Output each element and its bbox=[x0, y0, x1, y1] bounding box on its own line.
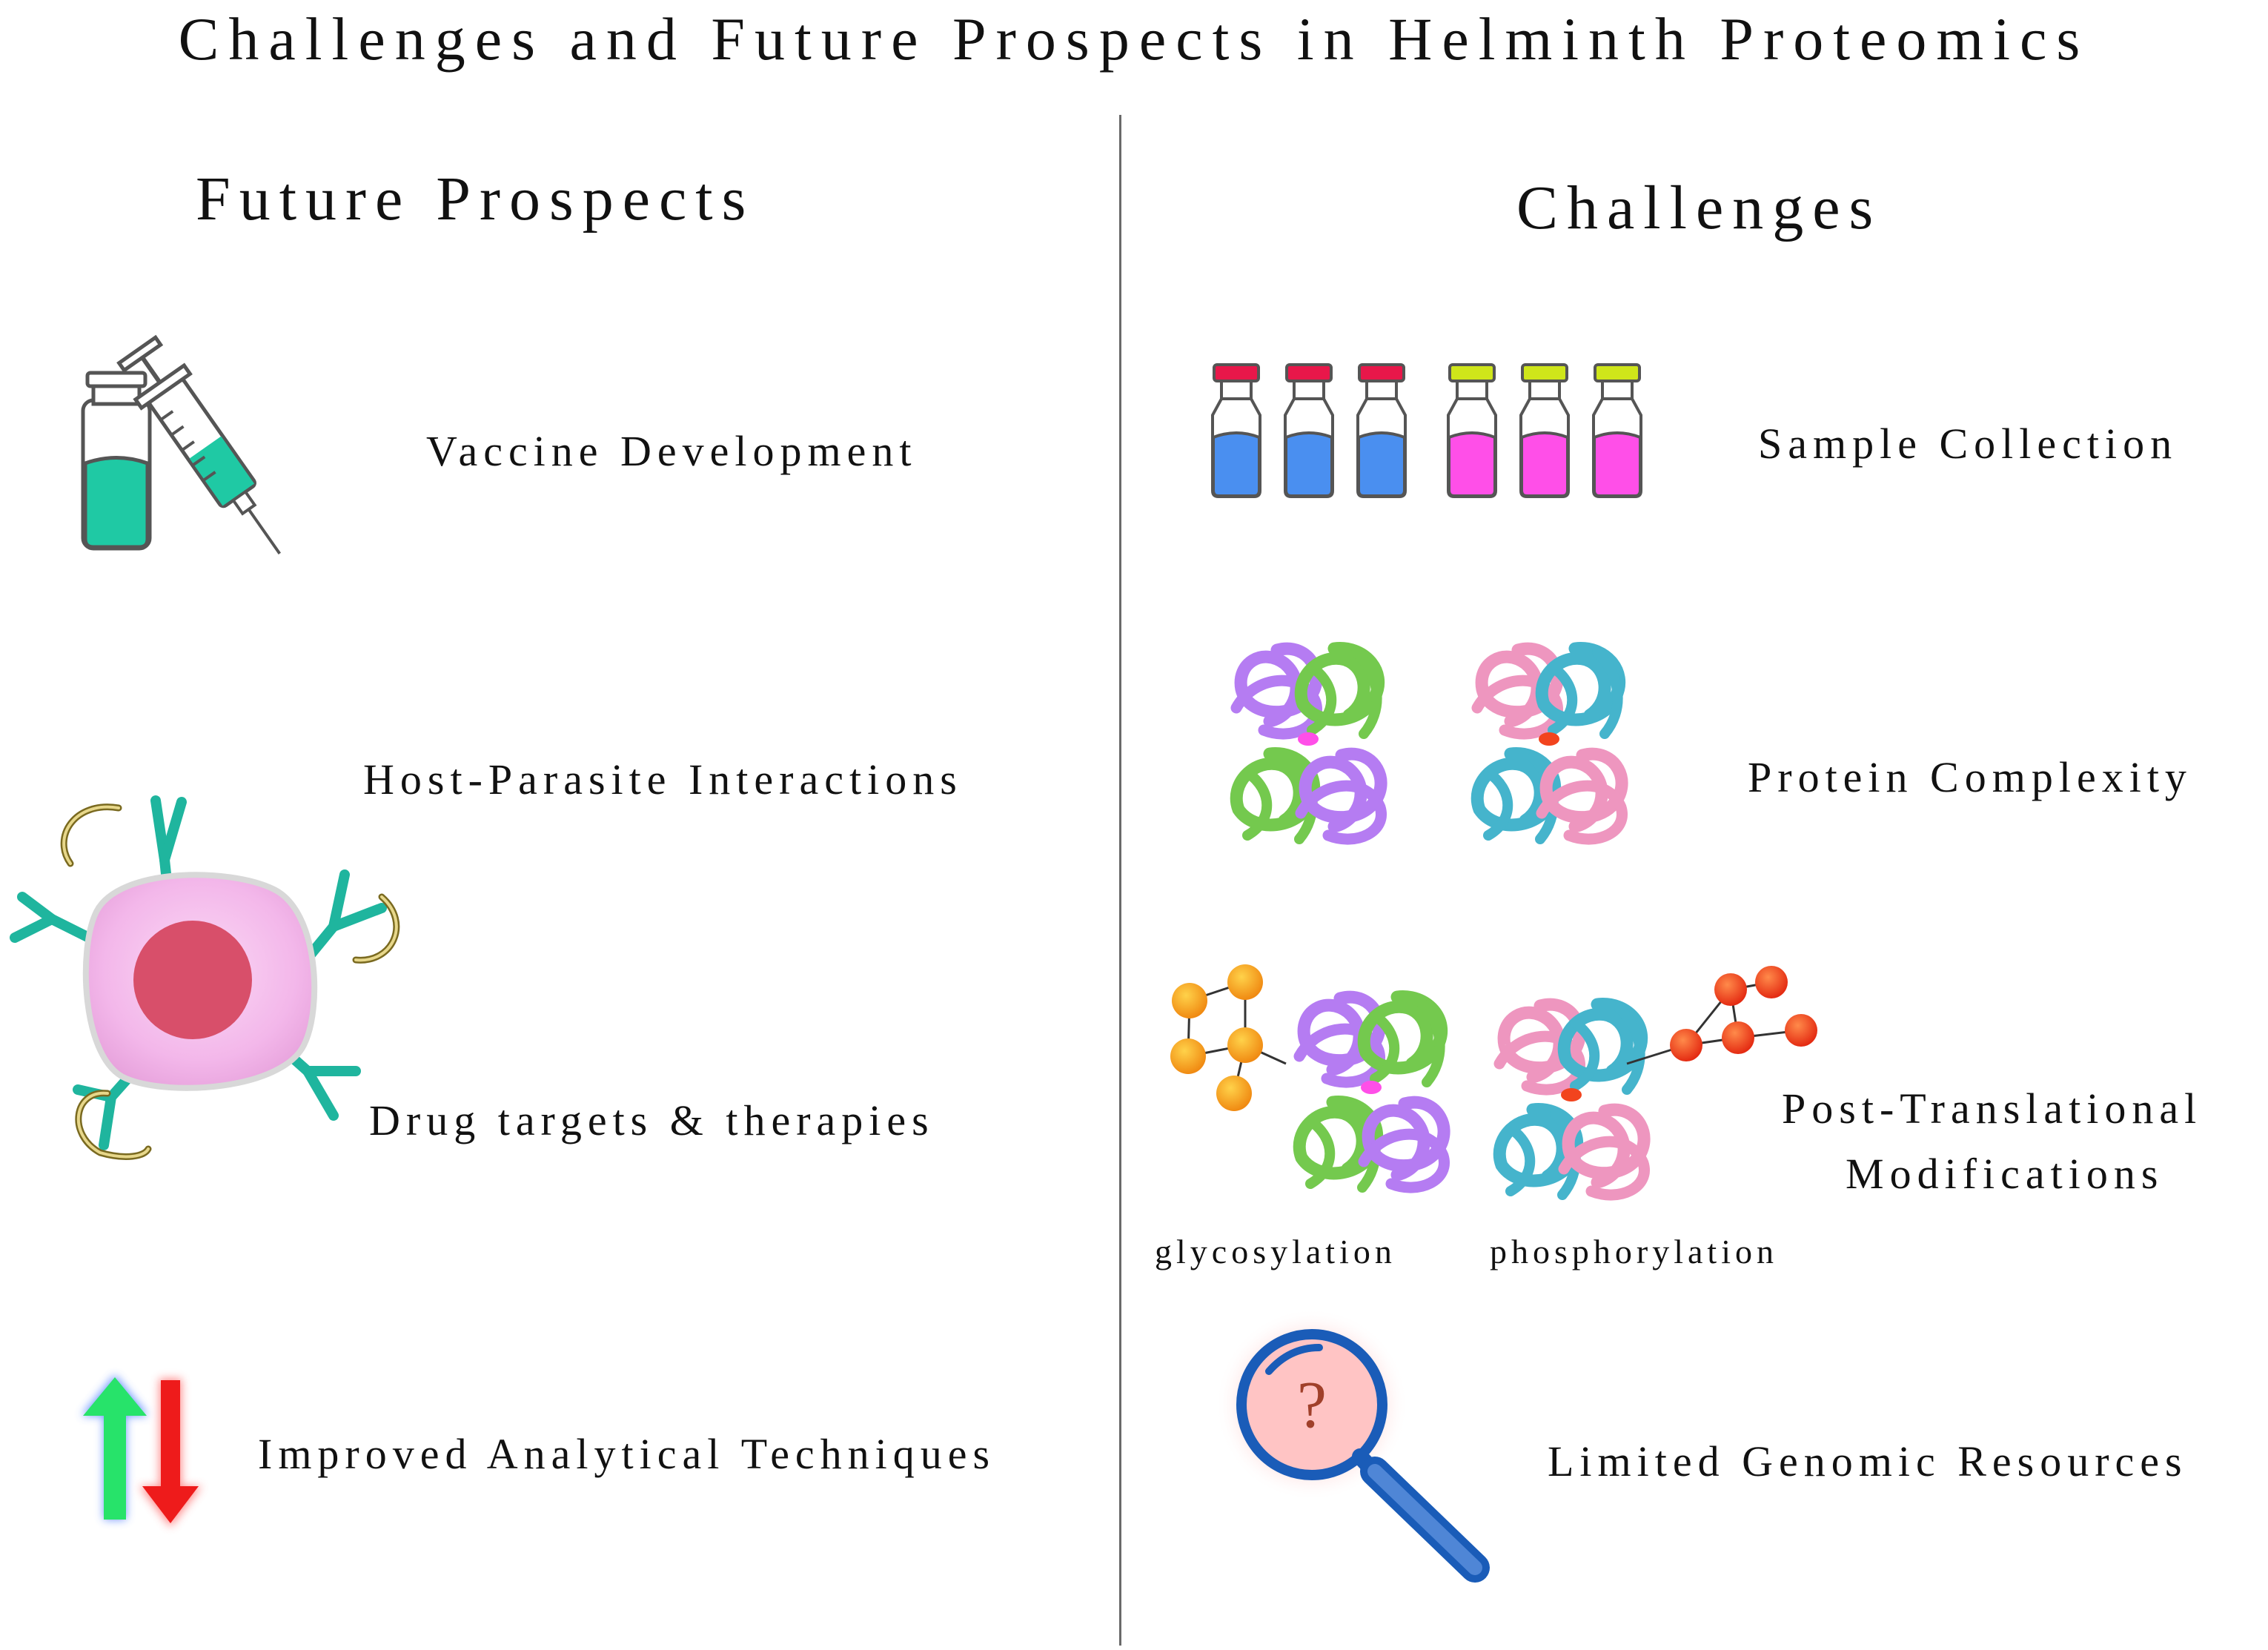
future-prospects-heading: Future Prospects bbox=[196, 165, 755, 233]
protein-structure-icon bbox=[1230, 634, 1645, 856]
improved-analytical-techniques-label: Improved Analytical Techniques bbox=[258, 1430, 996, 1478]
glycosylation-caption: glycosylation bbox=[1155, 1233, 1396, 1270]
host-parasite-interactions-label: Host-Parasite Interactions bbox=[363, 755, 963, 804]
host-cell-parasite-icon bbox=[7, 786, 408, 1171]
sample-vials-icon bbox=[1207, 363, 1651, 500]
magnifier-question-icon: ? bbox=[1208, 1308, 1505, 1594]
modified-protein-icon bbox=[1167, 960, 1834, 1234]
vaccine-development-label: Vaccine Development bbox=[426, 427, 918, 475]
up-down-arrows-icon bbox=[74, 1371, 202, 1534]
ptm-label-line2: Modifications bbox=[1846, 1150, 2164, 1198]
sample-collection-label: Sample Collection bbox=[1758, 420, 2178, 468]
protein-complexity-label: Protein Complexity bbox=[1748, 753, 2192, 801]
drug-targets-therapies-label: Drug targets & therapies bbox=[369, 1096, 935, 1144]
column-divider bbox=[1119, 115, 1121, 1646]
vial-syringe-icon bbox=[67, 334, 296, 560]
limited-genomic-resources-label: Limited Genomic Resources bbox=[1548, 1437, 2188, 1485]
phosphorylation-caption: phosphorylation bbox=[1490, 1233, 1778, 1270]
ptm-label-line1: Post-Translational bbox=[1782, 1084, 2203, 1133]
question-mark-glyph: ? bbox=[1297, 1368, 1327, 1442]
page-title: Challenges and Future Prospects in Helmi… bbox=[178, 5, 2090, 73]
challenges-heading: Challenges bbox=[1516, 173, 1883, 242]
